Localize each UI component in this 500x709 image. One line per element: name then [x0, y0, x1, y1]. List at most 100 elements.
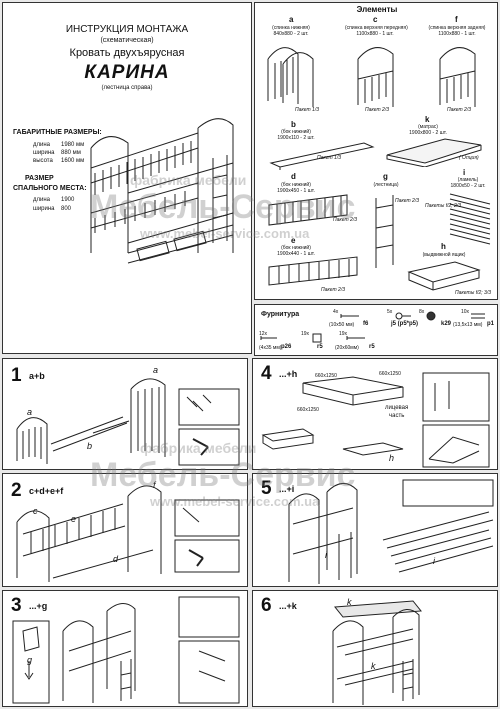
hardware-heading: Фурнитура — [261, 311, 300, 318]
element-pack: Пакет 2/3 — [365, 107, 389, 113]
headboard-a-drawing — [267, 47, 314, 107]
element-letter: a — [289, 15, 294, 24]
hw-code: j5 (p5*p5) — [391, 321, 419, 327]
element-pack: Пакет 2/3 — [395, 198, 419, 204]
step-number: 1 — [11, 365, 22, 386]
drawer-size: 660x1250 — [315, 373, 337, 379]
part-k-label: k — [371, 661, 376, 671]
step-6-panel: 6 ...+k k k — [252, 590, 498, 707]
hw-code: p26 — [281, 344, 292, 350]
side-e-drawing — [268, 256, 358, 286]
part-c-label: c — [33, 506, 38, 516]
element-name: (спинка нижняя) — [272, 25, 310, 31]
hw-qty: 8x — [419, 309, 425, 315]
part-a-label: a — [27, 407, 33, 417]
step-number: 3 — [11, 595, 22, 616]
watermark-top-a: фабрика мебели — [130, 172, 247, 188]
sleep-heading2: СПАЛЬНОГО МЕСТА: — [13, 185, 87, 192]
element-size: 1900x440 - 1 шт. — [277, 251, 315, 257]
dim-label: длина — [33, 142, 51, 148]
step-label: c+d+e+f — [29, 486, 64, 496]
title-line3: Кровать двухъярусная — [69, 47, 185, 59]
drawer-size: 660x1250 — [297, 407, 319, 413]
step-5-drawing — [288, 479, 494, 584]
hw-qty: 4x — [333, 309, 339, 315]
element-letter: b — [291, 120, 296, 129]
dim-label: высота — [33, 158, 53, 164]
drawer-size: 660x1250 — [379, 371, 401, 377]
step-4-panel: 4 ...+h 660x1250 660x1250 660x1250 лицев… — [252, 358, 498, 470]
watermark-bottom-b: Мебель-Сервис — [90, 456, 356, 494]
elements-panel: Элементы a (спинка нижняя) 840x880 - 2 ш… — [254, 2, 498, 300]
drawer-drawing — [407, 261, 481, 291]
watermark-bottom-c: www.mebel-service.com.ua — [150, 494, 320, 509]
hw-code: f6 — [363, 321, 369, 327]
element-letter: f — [455, 15, 458, 24]
dim-label: ширина — [33, 150, 55, 156]
hw-spec: (4x35 мм) — [259, 345, 282, 351]
part-e-label: e — [71, 514, 77, 524]
element-name: (бок нижний) — [281, 129, 311, 135]
step-number: 2 — [11, 480, 22, 501]
hardware-panel: Фурнитура 4x (10x50 мм) f6 5x j5 (p5*p5)… — [254, 304, 498, 356]
title-line2: (схематическая) — [100, 37, 154, 44]
element-name: (бок нижний) — [281, 182, 311, 188]
hw-spec: (13,5x13 мм) — [453, 322, 483, 328]
element-letter: d — [291, 172, 296, 181]
mattress-drawing — [386, 138, 482, 167]
hw-qty: 19x — [301, 331, 310, 337]
part-i-label: i — [325, 550, 327, 560]
element-letter: e — [291, 236, 296, 245]
hw-spec: (20x60мм) — [335, 345, 359, 351]
element-pack: Пакет 1/3 — [317, 155, 341, 161]
element-size: 1900x110 - 2 шт. — [277, 135, 315, 141]
part-a-label: a — [153, 365, 159, 375]
element-size: 840x880 - 2 шт. — [273, 31, 309, 37]
element-name: (спинка верхняя задняя) — [428, 25, 486, 31]
front-label: лицевая — [385, 405, 409, 411]
step-label: ...+k — [279, 601, 297, 611]
part-k-label: k — [347, 597, 352, 607]
hw-spec: (10x50 мм) — [329, 322, 355, 328]
title-line1: ИНСТРУКЦИЯ МОНТАЖА — [65, 24, 189, 35]
sleep-heading1: РАЗМЕР — [25, 175, 54, 182]
step-label: ...+g — [29, 601, 48, 611]
step-label: ...+h — [279, 369, 298, 379]
sleep-value: 800 — [61, 206, 72, 212]
dim-value: 880 мм — [61, 150, 81, 156]
step-3-drawing — [12, 596, 240, 704]
sleep-label: длина — [33, 197, 51, 203]
element-size: 1800x50 - 2 шт. — [450, 183, 486, 189]
headboard-c-drawing — [357, 47, 394, 107]
headboard-f-drawing — [439, 47, 476, 107]
element-name: (спинка верхняя передняя) — [345, 25, 408, 31]
element-name: (ламель) — [457, 177, 479, 183]
watermark-top-b: Мебель-Сервис — [90, 188, 356, 226]
ladder-note: (лестница справа) — [101, 85, 153, 91]
element-name: (выдвижной ящик) — [422, 252, 466, 258]
element-size: 1100x880 - 1 шт. — [356, 31, 394, 37]
element-letter: i — [463, 168, 466, 177]
element-letter: k — [425, 115, 430, 124]
hardware-icons — [260, 311, 485, 343]
step-6-drawing — [332, 600, 422, 705]
step-1-panel: 1 a+b a a b — [2, 358, 248, 470]
element-size: 1100x880 - 1 шт. — [438, 31, 476, 37]
hw-code: r5 — [317, 344, 323, 350]
element-size: 1900x450 - 1 шт. — [277, 188, 315, 194]
step-5-panel: 5 ...+i i i — [252, 473, 498, 587]
part-i-label: i — [433, 556, 435, 566]
step-4-drawing — [261, 372, 490, 468]
element-pack: Пакет 1/3 — [295, 107, 319, 113]
dimensions-heading: ГАБАРИТНЫЕ РАЗМЕРЫ: — [13, 129, 102, 136]
sleep-label: ширина — [33, 206, 55, 212]
elements-heading: Элементы — [356, 5, 398, 14]
watermark-bottom-a: фабрика мебели — [140, 440, 257, 456]
element-pack: Пакет 2/3 — [447, 107, 471, 113]
hw-code: k29 — [441, 321, 452, 327]
element-pack: Пакет 2/3 — [321, 287, 345, 293]
element-pack: Пакеты f/2; 3/3 — [455, 290, 492, 296]
element-name: (лестница) — [373, 182, 399, 188]
